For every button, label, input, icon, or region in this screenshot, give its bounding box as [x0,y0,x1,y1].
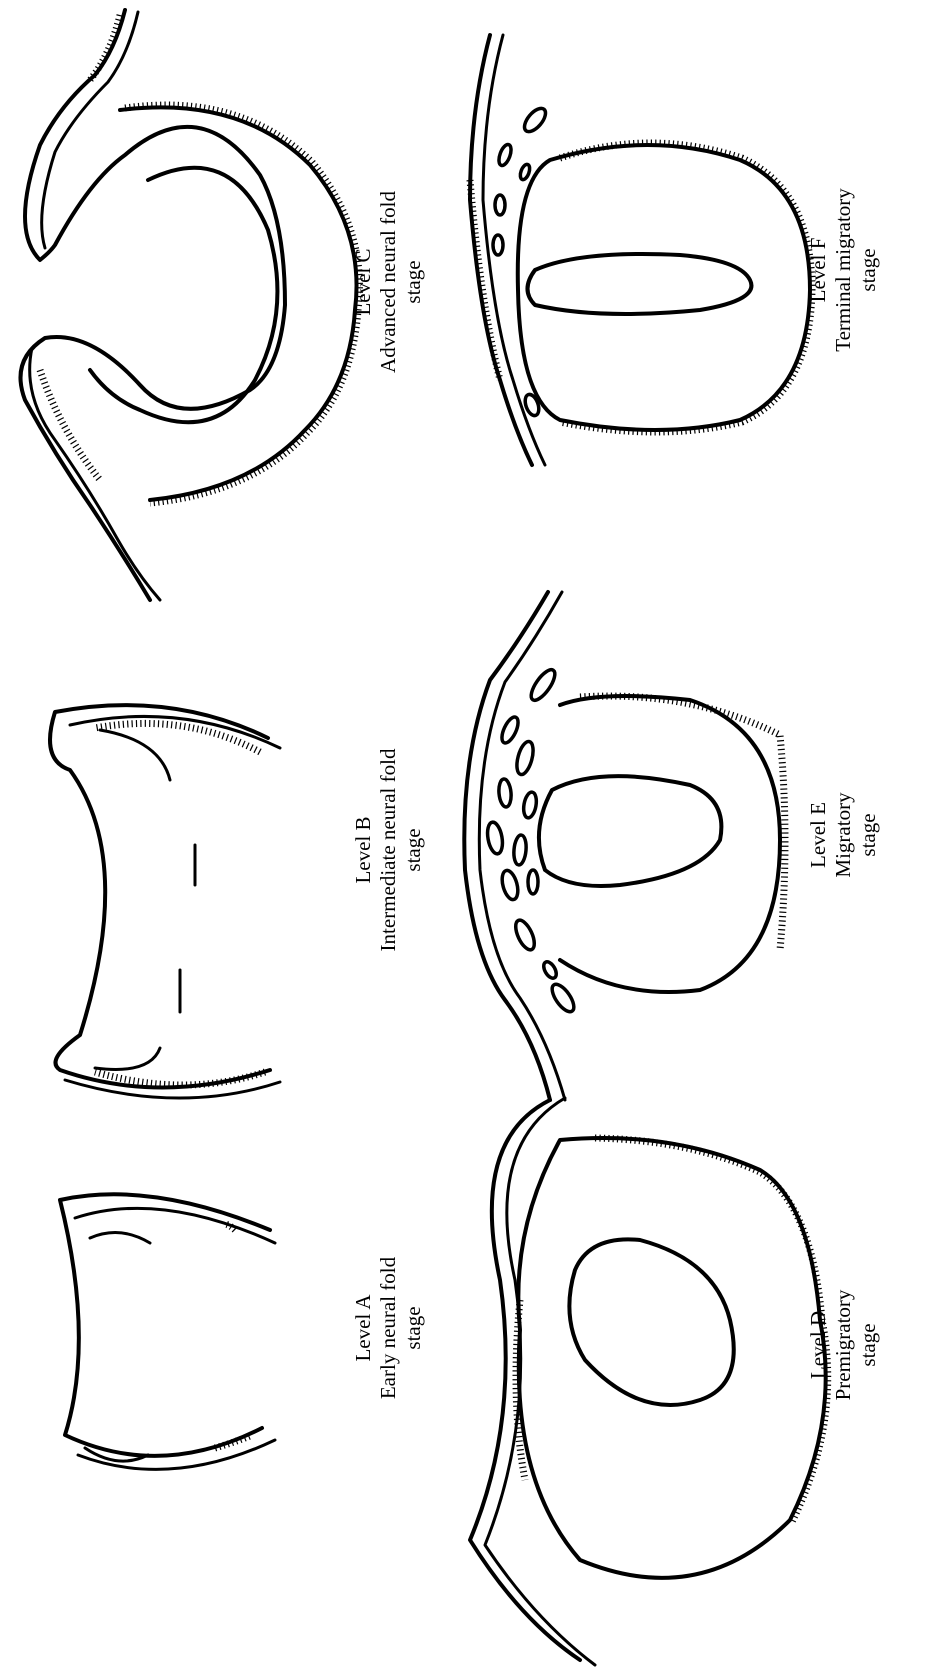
caption-level-f-title: Level F [806,238,830,303]
caption-level-e-stage: Migratory [831,792,855,878]
caption-level-f: Level F Terminal migratory stage [806,188,880,352]
caption-level-e-title: Level E [806,802,830,868]
caption-level-e: Level E Migratory stage [806,792,880,878]
caption-level-c-title: Level C [351,248,375,315]
caption-level-c: Level C Advanced neural fold stage [351,191,425,373]
caption-level-e-stage-word: stage [856,813,880,856]
panel-d-drawing [470,1098,828,1665]
panel-c-drawing [21,10,360,600]
caption-level-a-stage-word: stage [401,1306,425,1349]
caption-level-b-stage: Intermediate neural fold [376,748,400,951]
caption-level-b: Level B Intermediate neural fold stage [351,748,425,951]
caption-level-b-stage-word: stage [401,828,425,871]
caption-level-f-stage-word: stage [856,248,880,291]
caption-level-c-stage-word: stage [401,260,425,303]
caption-level-a-title: Level A [351,1294,375,1362]
caption-level-f-stage: Terminal migratory [831,188,855,352]
caption-level-a-stage: Early neural fold [376,1256,400,1399]
caption-level-d-stage: Premigratory [831,1289,855,1400]
panel-f-drawing [470,35,812,465]
caption-level-b-title: Level B [351,816,375,883]
panel-a-drawing [60,1194,275,1469]
caption-level-d-stage-word: stage [856,1323,880,1366]
caption-level-c-stage: Advanced neural fold [376,191,400,373]
panel-b-drawing [50,705,280,1098]
caption-level-d-title: Level D [806,1311,830,1379]
panel-e-drawing [464,592,785,1100]
caption-level-a: Level A Early neural fold stage [351,1256,425,1399]
